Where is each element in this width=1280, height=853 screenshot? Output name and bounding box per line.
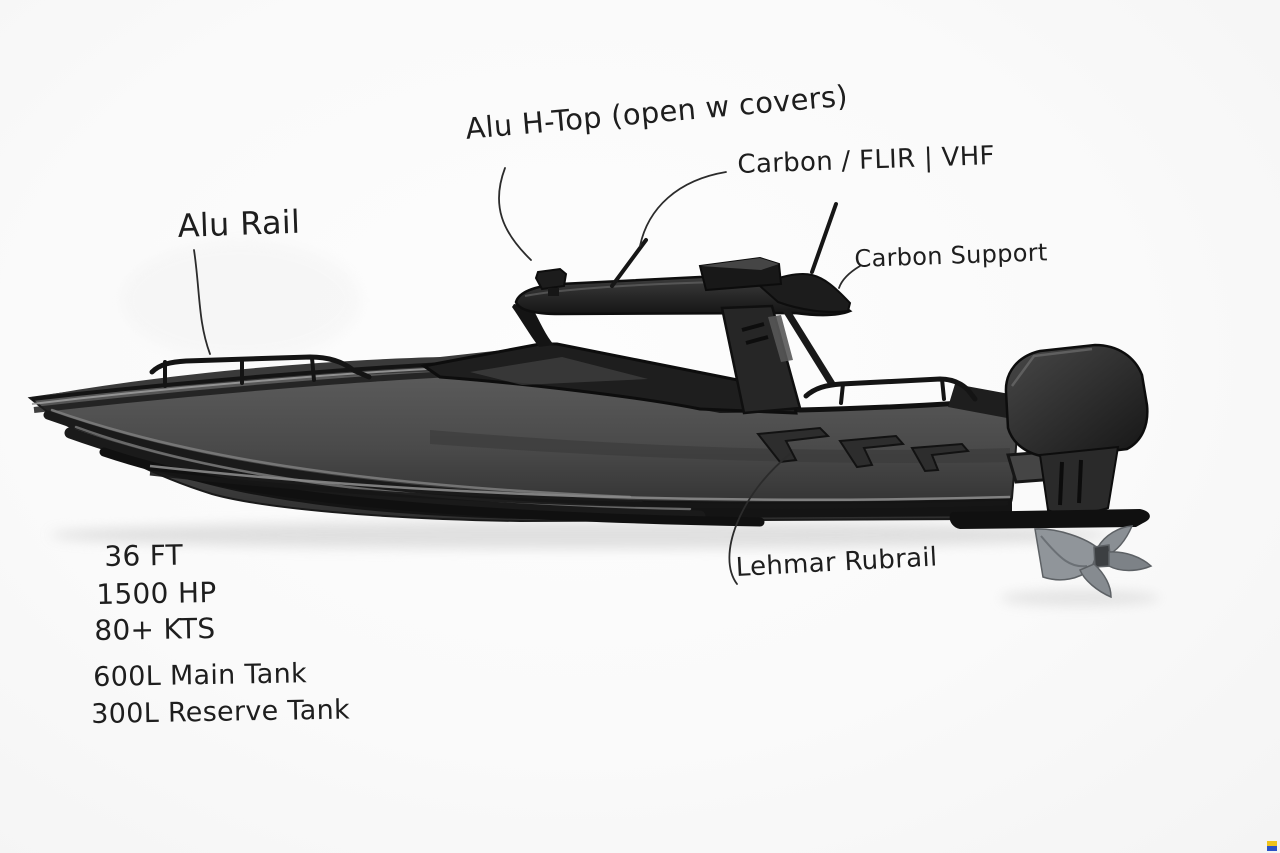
corner-flag-bottom — [1267, 846, 1277, 851]
prop-blade-right — [1108, 551, 1153, 572]
vhf-antennas — [610, 202, 838, 288]
vhf-antenna-fore — [610, 238, 648, 288]
spec-reserve-tank: 300L Reserve Tank — [91, 694, 351, 730]
sheer-line-dark — [31, 362, 447, 401]
propeller — [1034, 525, 1153, 599]
gps-dome — [534, 267, 568, 296]
engine-bracket — [949, 509, 1150, 529]
annotation-alu-rail: Alu Rail — [177, 202, 301, 245]
hardtop — [512, 202, 853, 415]
outboard-engine — [949, 343, 1153, 599]
aft-rail — [803, 376, 978, 405]
htop-front-support — [512, 304, 554, 347]
vhf-antenna-aft — [810, 202, 838, 274]
bow-rail — [149, 354, 372, 388]
lehmar-leader — [728, 453, 791, 585]
sheer-line-light — [31, 367, 449, 405]
leader-lines — [193, 167, 861, 585]
alu-rail-leader — [193, 249, 211, 355]
carbon-support-leader — [838, 265, 861, 289]
ground-shadow — [50, 240, 1160, 606]
cowling-highlight — [1010, 347, 1093, 387]
windshield — [420, 342, 798, 415]
pylon-highlight — [768, 315, 793, 362]
sheer-line-shadow — [33, 371, 453, 413]
carbon-flir-leader — [639, 171, 727, 247]
rubrail-line — [149, 464, 1011, 502]
htop-pylon — [720, 304, 835, 415]
glass-highlight — [470, 357, 648, 385]
engine-vents — [1058, 459, 1083, 506]
htop-edge-highlight — [524, 281, 721, 297]
spec-power: 1500 HP — [96, 575, 217, 611]
alu-htop-leader — [498, 167, 532, 261]
htop-winglet — [758, 273, 852, 313]
pylon-rear-strut — [783, 308, 835, 386]
spec-main-tank: 600L Main Tank — [93, 658, 308, 693]
corner-flag-top — [1267, 841, 1277, 846]
engine-cowling — [1004, 343, 1149, 459]
spec-length: 36 FT — [104, 538, 184, 573]
flir-box — [698, 256, 783, 292]
spec-speed: 80+ KTS — [94, 611, 216, 647]
corner-flag-mark — [1267, 841, 1277, 851]
rubrail-groove — [149, 470, 1009, 509]
prop-blade-bottom — [1079, 563, 1112, 599]
